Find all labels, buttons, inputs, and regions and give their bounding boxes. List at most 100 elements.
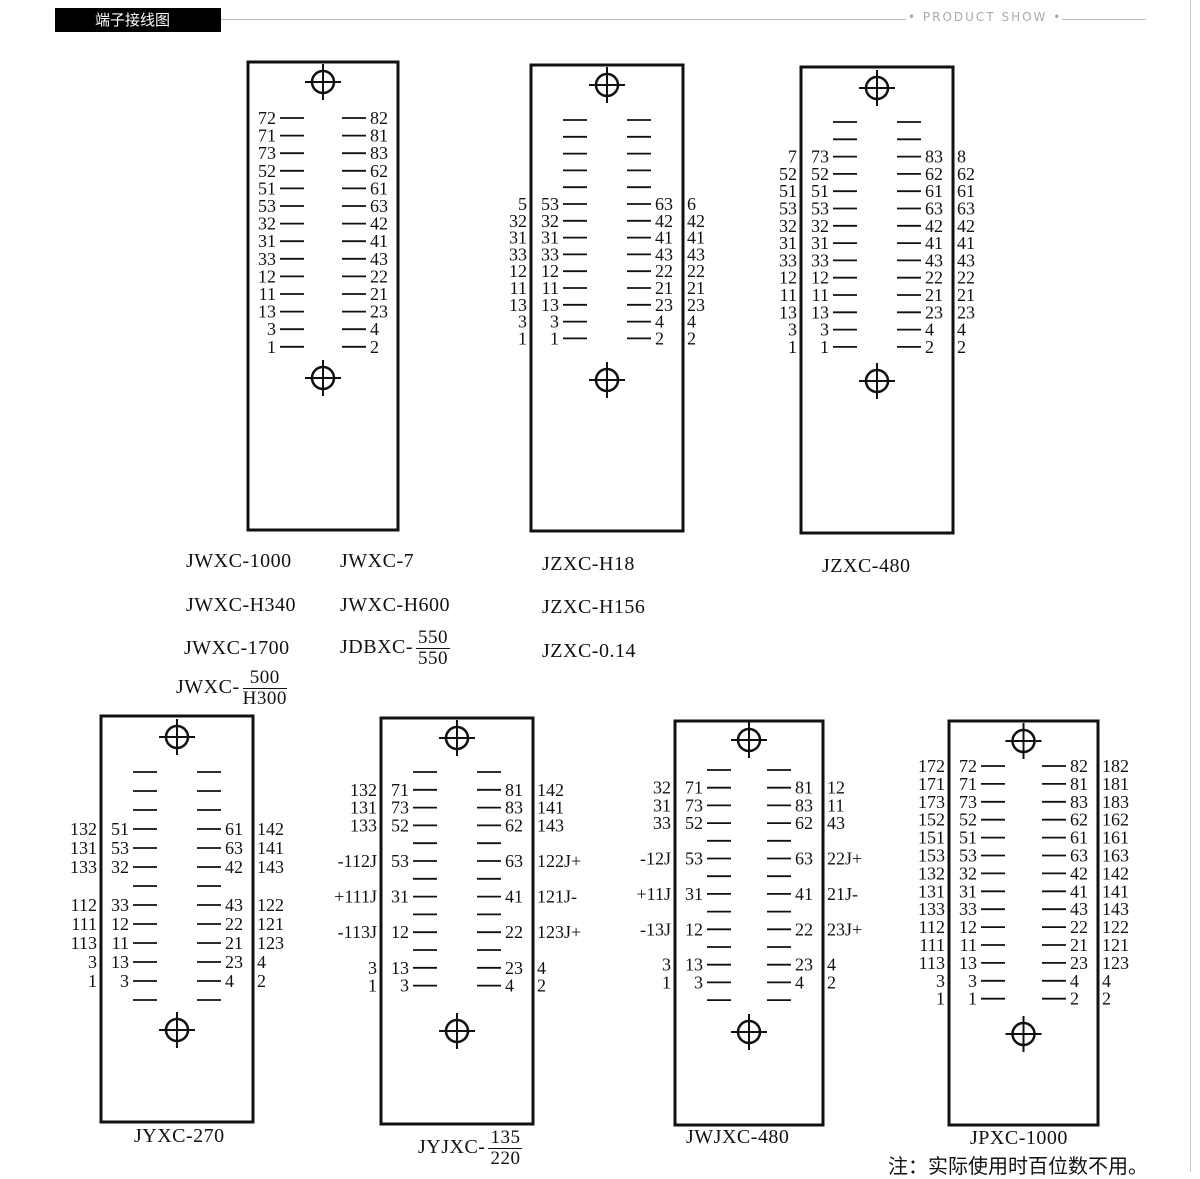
terminal-label-right: 22 xyxy=(655,261,673,281)
terminal-label-left: 71 xyxy=(685,778,703,798)
terminal-label-left: 33 xyxy=(258,249,276,269)
outer-label-left: 113 xyxy=(71,933,97,953)
outer-label-right: 22 xyxy=(687,261,705,281)
outer-label-right: 11 xyxy=(827,795,844,815)
frac-numerator: 135 xyxy=(488,1127,523,1149)
outer-label-right: 122 xyxy=(257,895,284,915)
terminal-label-right: 63 xyxy=(1070,846,1088,866)
outer-label-left: 31 xyxy=(653,795,671,815)
terminal-label-left: 12 xyxy=(685,919,703,939)
terminal-label-right: 63 xyxy=(505,851,523,871)
outer-label-right: 43 xyxy=(957,250,975,270)
outer-label-right: 123 xyxy=(257,933,284,953)
outer-label-right: 6 xyxy=(687,194,696,214)
terminal-label-right: 43 xyxy=(1070,899,1088,919)
outer-label-left: 31 xyxy=(509,228,527,248)
outer-label-left: 3 xyxy=(788,320,797,340)
terminal-label-left: 13 xyxy=(959,953,977,973)
outer-label-right: 4 xyxy=(537,958,546,978)
outer-label-left: 53 xyxy=(779,199,797,219)
header-rule xyxy=(221,19,906,20)
terminal-label-left: 13 xyxy=(541,295,559,315)
outer-label-right: 42 xyxy=(687,211,705,231)
outer-label-right: 2 xyxy=(1102,989,1111,1009)
terminal-label-left: 73 xyxy=(959,792,977,812)
model-jwxc-h340: JWXC-H340 xyxy=(186,594,297,616)
outer-label-right: 162 xyxy=(1102,810,1129,830)
terminal-label-left: 53 xyxy=(811,199,829,219)
terminal-label-left: 11 xyxy=(812,285,829,305)
terminal-label-right: 21 xyxy=(1070,935,1088,955)
terminal-label-left: 1 xyxy=(550,328,559,348)
outer-label-right: 163 xyxy=(1102,846,1129,866)
model-jwxc-h600: JWXC-H600 xyxy=(340,594,451,616)
terminal-label-left: 33 xyxy=(959,899,977,919)
terminal-label-right: 41 xyxy=(370,231,388,251)
terminal-label-right: 82 xyxy=(1070,756,1088,776)
model-jwxc-7: JWXC-7 xyxy=(340,550,415,572)
terminal-label-right: 22 xyxy=(370,266,388,286)
outer-label-left: 131 xyxy=(70,838,97,858)
terminal-label-right: 2 xyxy=(1070,989,1079,1009)
outer-label-right: 8 xyxy=(957,147,966,167)
outer-label-left: 5 xyxy=(518,194,527,214)
outer-label-right: 142 xyxy=(257,819,284,839)
terminal-label-right: 2 xyxy=(655,328,664,348)
terminal-label-left: 73 xyxy=(811,147,829,167)
terminal-label-left: 11 xyxy=(259,284,276,304)
terminal-label-right: 62 xyxy=(925,164,943,184)
outer-label-left: 12 xyxy=(779,268,797,288)
terminal-label-left: 31 xyxy=(391,887,409,907)
outer-label-left: 12 xyxy=(509,261,527,281)
terminal-label-right: 43 xyxy=(370,249,388,269)
terminal-label-right: 63 xyxy=(225,838,243,858)
outer-label-right: 62 xyxy=(957,164,975,184)
outer-label-right: 43 xyxy=(827,813,845,833)
terminal-label-right: 81 xyxy=(1070,774,1088,794)
outer-label-left: 32 xyxy=(509,211,527,231)
terminal-label-right: 61 xyxy=(225,819,243,839)
model-jdbxc-prefix: JDBXC- xyxy=(340,636,414,659)
terminal-label-left: 32 xyxy=(541,211,559,231)
outer-label-left: 11 xyxy=(780,285,797,305)
outer-label-left: 112 xyxy=(71,895,97,915)
outer-label-right: 4 xyxy=(827,955,836,975)
outer-label-left: 3 xyxy=(518,312,527,332)
terminal-label-right: 4 xyxy=(925,320,934,340)
terminal-label-left: 32 xyxy=(111,857,129,877)
terminal-label-left: 1 xyxy=(968,989,977,1009)
terminal-label-left: 53 xyxy=(258,196,276,216)
relay-panel-p2 xyxy=(529,63,685,533)
outer-label-left: 132 xyxy=(70,819,97,839)
terminal-label-left: 51 xyxy=(959,828,977,848)
section-title-tag: 端子接线图 xyxy=(55,8,221,32)
outer-label-left: 3 xyxy=(368,958,377,978)
terminal-label-left: 53 xyxy=(959,846,977,866)
terminal-label-left: 3 xyxy=(694,972,703,992)
terminal-label-left: 3 xyxy=(968,971,977,991)
terminal-label-right: 62 xyxy=(505,815,523,835)
terminal-label-right: 83 xyxy=(505,798,523,818)
frac-denominator: H300 xyxy=(242,688,287,709)
outer-label-right: 2 xyxy=(537,976,546,996)
terminal-label-left: 53 xyxy=(391,851,409,871)
frac-denominator: 220 xyxy=(490,1148,521,1169)
outer-label-right: 41 xyxy=(687,228,705,248)
terminal-label-left: 12 xyxy=(111,914,129,934)
terminal-label-left: 31 xyxy=(258,231,276,251)
terminal-label-left: 3 xyxy=(400,976,409,996)
terminal-label-left: 3 xyxy=(550,312,559,332)
outer-label-left: 32 xyxy=(779,216,797,236)
outer-label-left: -112J xyxy=(338,851,377,871)
terminal-label-right: 23 xyxy=(795,955,813,975)
terminal-label-right: 4 xyxy=(225,971,234,991)
outer-label-right: 42 xyxy=(957,216,975,236)
outer-label-left: 133 xyxy=(918,899,945,919)
terminal-label-left: 51 xyxy=(258,178,276,198)
terminal-label-left: 52 xyxy=(391,815,409,835)
outer-label-right: 21 xyxy=(957,285,975,305)
terminal-label-right: 23 xyxy=(370,302,388,322)
